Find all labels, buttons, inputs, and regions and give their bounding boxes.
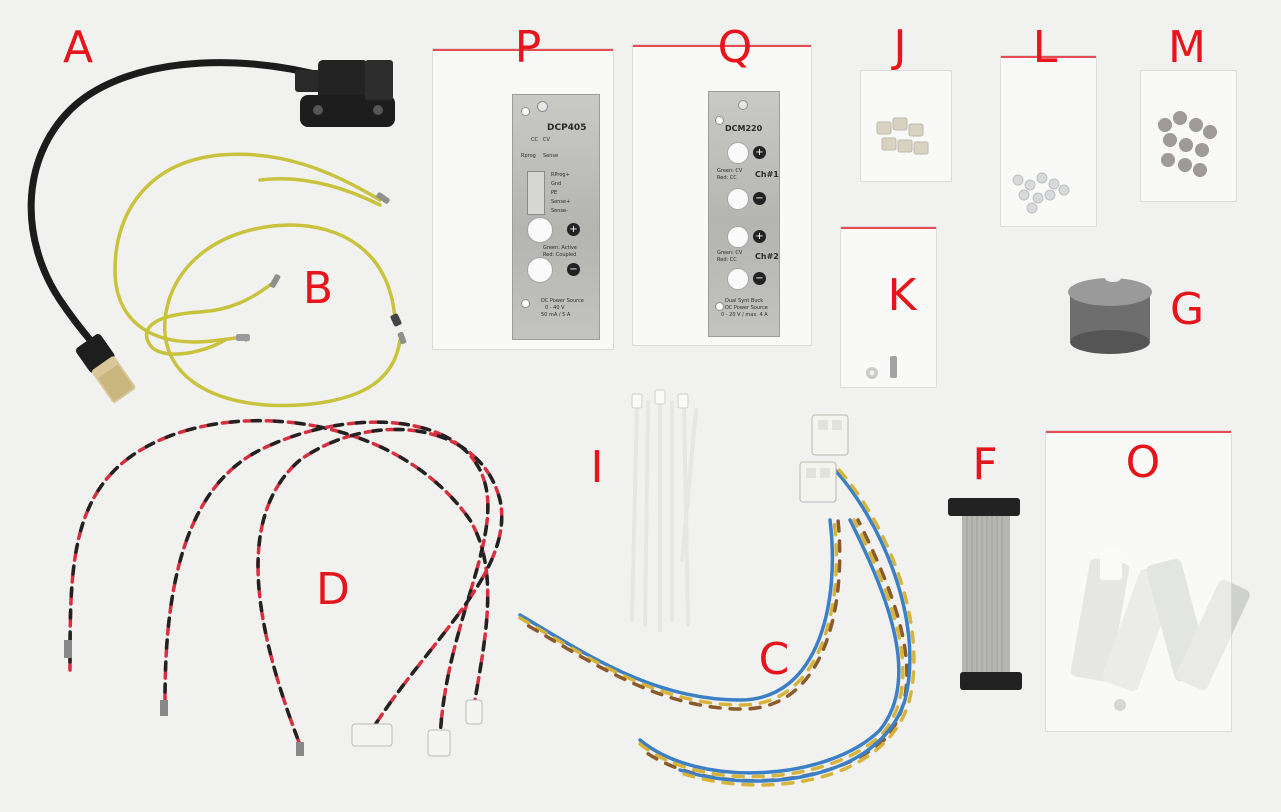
- minus-icon: −: [567, 263, 580, 276]
- front-panel-p: DCP405 CC CV Rprog Sense RProg+ Gnd PE S…: [512, 94, 600, 340]
- cable-ties-i: [630, 398, 698, 632]
- panel-p-list-3: Sense+: [551, 199, 571, 205]
- panel-q-status1: Green: CV: [717, 168, 743, 174]
- wires-d-twisted: [68, 418, 504, 747]
- label-c: C: [758, 634, 790, 685]
- binding-post-hole-minus: [527, 257, 553, 283]
- binding-post-hole-ch1-minus: [727, 188, 749, 210]
- label-m: M: [1168, 22, 1206, 73]
- knob-g: [1068, 274, 1152, 354]
- bag-j: [860, 70, 952, 182]
- front-panel-q: DCM220 + Green: CV Red: CC Ch#1 − + Gree…: [708, 91, 780, 337]
- panel-p-list-2: PE: [551, 190, 558, 196]
- plus-icon: +: [753, 230, 766, 243]
- panel-p-list-1: Gnd: [551, 181, 562, 187]
- binding-post-hole-ch2-plus: [727, 226, 749, 248]
- mounting-hole: [521, 107, 530, 116]
- logo-icon: [738, 100, 748, 110]
- panel-q-footer1: Dual Synt Buck: [725, 298, 764, 304]
- panel-q-status2: Red: CC: [717, 175, 737, 181]
- mounting-hole: [521, 299, 530, 308]
- panel-q-model: DCM220: [725, 124, 763, 133]
- binding-post-hole-ch1-plus: [727, 142, 749, 164]
- label-b: B: [302, 263, 334, 314]
- panel-q-footer3: 0 - 20 V / max. 4 A: [721, 312, 768, 318]
- mounting-hole: [715, 302, 724, 311]
- label-f: F: [972, 439, 998, 490]
- bag-l: [1000, 55, 1097, 227]
- panel-p-list-4: Sense-: [551, 208, 568, 214]
- panel-p-footer2: 0 - 40 V: [545, 305, 565, 311]
- label-l: L: [1032, 22, 1058, 73]
- mounting-hole: [715, 116, 724, 125]
- wire-b-ferrules: [236, 192, 407, 345]
- minus-icon: −: [753, 272, 766, 285]
- label-p: P: [514, 22, 542, 73]
- wires-c-multicolour: [518, 468, 916, 787]
- bag-o: [1045, 430, 1232, 732]
- cable-tie-heads: [631, 389, 689, 409]
- cable-a-ethernet: [27, 59, 395, 403]
- binding-post-hole-plus: [527, 217, 553, 243]
- label-a: A: [62, 22, 94, 73]
- terminal-block: [527, 171, 545, 215]
- plus-icon: +: [753, 146, 766, 159]
- panel-p-status1: Green: Active: [543, 245, 577, 251]
- panel-p-cv: CV: [543, 137, 550, 143]
- label-d: D: [316, 564, 350, 615]
- panel-p-sense: Sense: [543, 153, 559, 159]
- panel-p-rprog: Rprog: [521, 153, 536, 159]
- panel-p-cc: CC: [531, 137, 538, 143]
- label-i: I: [590, 442, 604, 493]
- wire-d-connectors: [64, 640, 483, 757]
- wire-c-connectors: [799, 414, 849, 503]
- bag-m: [1140, 70, 1237, 202]
- panel-q-status3: Green: CV: [717, 250, 743, 256]
- panel-q-footer2: DC Power Source: [725, 305, 768, 311]
- panel-q-ch1: Ch#1: [755, 170, 779, 179]
- panel-p-footer1: DC Power Source: [541, 298, 584, 304]
- label-o: O: [1125, 437, 1161, 488]
- minus-icon: −: [753, 192, 766, 205]
- binding-post-hole-ch2-minus: [727, 268, 749, 290]
- panel-p-model: DCP405: [547, 123, 587, 133]
- panel-p-footer3: 50 mA / 5 A: [541, 312, 571, 318]
- logo-icon: [537, 101, 548, 112]
- panel-q-ch2: Ch#2: [755, 252, 779, 261]
- wires-b-earth: [113, 152, 402, 408]
- bag-k: [840, 226, 937, 388]
- label-g: G: [1169, 284, 1205, 335]
- plus-icon: +: [567, 223, 580, 236]
- panel-p-list-0: RProg+: [551, 172, 570, 178]
- ribbon-cable-f: [948, 498, 1022, 690]
- label-j: J: [893, 21, 907, 72]
- label-k: K: [887, 270, 917, 321]
- panel-p-status2: Red: Coupled: [543, 252, 577, 258]
- label-q: Q: [717, 22, 753, 73]
- panel-q-status4: Red: CC: [717, 257, 737, 263]
